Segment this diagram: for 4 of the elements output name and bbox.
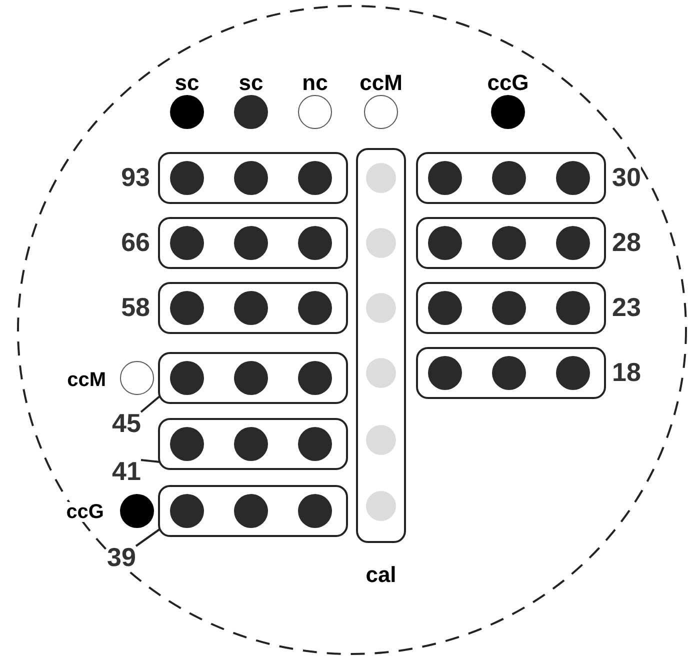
- leader-line: [140, 459, 160, 463]
- leader-line: [140, 395, 161, 413]
- leader-line: [135, 528, 161, 547]
- well-label: ccG: [66, 502, 104, 522]
